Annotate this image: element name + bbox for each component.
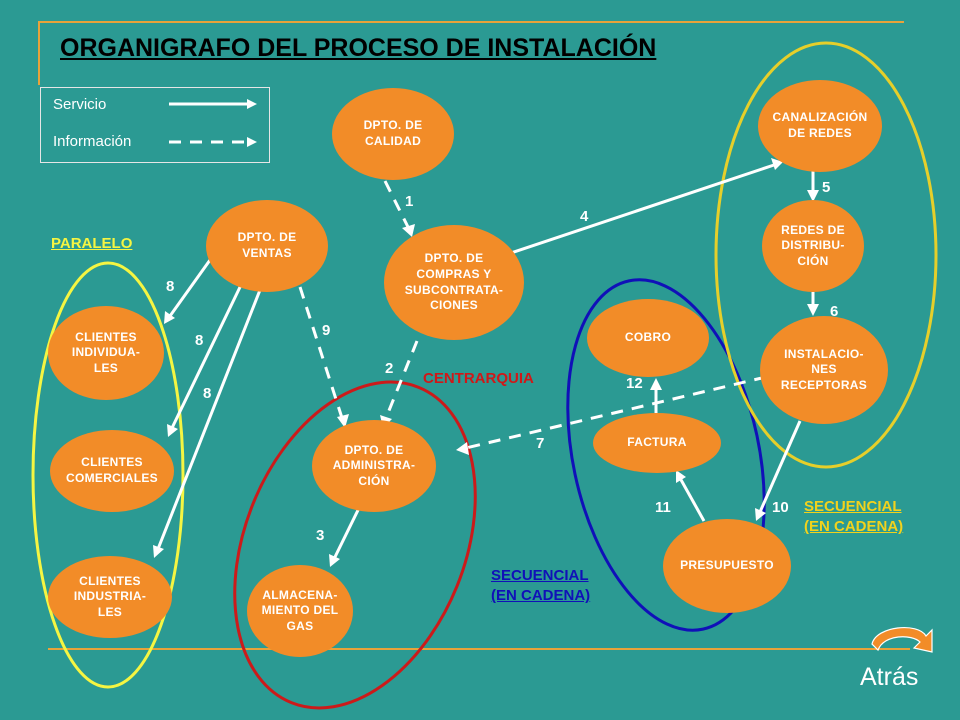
node-almacenamiento-gas: ALMACENA- MIENTO DEL GAS	[247, 565, 353, 657]
left-rule	[38, 21, 40, 85]
arrow-7	[465, 375, 767, 450]
arrow-11	[678, 477, 706, 522]
legend-informacion-label: Información	[53, 133, 132, 150]
label-step-10: 10	[772, 499, 789, 516]
page-title: ORGANIGRAFO DEL PROCESO DE INSTALACIÓN	[60, 34, 657, 62]
label-step-5: 5	[822, 179, 831, 196]
legend-servicio-label: Servicio	[53, 96, 107, 113]
label-step-7: 7	[536, 435, 545, 452]
paralelo-outline	[31, 261, 185, 689]
legend-arrows	[169, 99, 257, 147]
arrowhead-11	[676, 470, 686, 483]
arrow-2	[384, 340, 419, 419]
bottom-rule	[48, 648, 910, 650]
top-rule	[40, 21, 904, 23]
label-step-8c: 8	[203, 385, 212, 402]
node-presupuesto: PRESUPUESTO	[663, 519, 791, 613]
label-centrarquia: CENTRARQUIA	[423, 370, 534, 387]
arrowhead-8c	[153, 545, 164, 558]
label-step-8b: 8	[195, 332, 204, 349]
node-instalaciones-receptoras: INSTALACIO- NES RECEPTORAS	[760, 316, 888, 424]
back-arrow-icon[interactable]	[866, 616, 938, 664]
arrowhead-7	[456, 442, 469, 455]
arrowhead-12	[650, 378, 662, 390]
node-cobro: COBRO	[587, 299, 709, 377]
node-factura: FACTURA	[593, 413, 721, 473]
node-canalizacion-redes: CANALIZACIÓN DE REDES	[758, 80, 882, 172]
label-secuencial-right: SECUENCIAL (EN CADENA)	[804, 498, 904, 536]
label-step-8a: 8	[166, 278, 175, 295]
secuencial-mid-outline	[566, 278, 766, 632]
arrowhead-10	[755, 508, 766, 521]
arrow-4	[495, 163, 775, 260]
label-step-4: 4	[580, 208, 589, 225]
label-step-12: 12	[626, 375, 643, 392]
arrow-10	[758, 420, 802, 513]
label-paralelo: PARALELO	[51, 235, 133, 252]
label-step-3: 3	[316, 527, 325, 544]
arrow-9	[298, 286, 344, 419]
node-clientes-individuales: CLIENTES INDIVIDUA- LES	[48, 306, 164, 400]
label-step-6: 6	[830, 303, 839, 320]
label-step-9: 9	[322, 322, 331, 339]
arrow-1	[383, 180, 411, 230]
node-dpto-compras: DPTO. DE COMPRAS Y SUBCONTRATA- CIONES	[384, 225, 524, 340]
arrowhead-1	[402, 224, 415, 237]
node-dpto-calidad: DPTO. DE CALIDAD	[332, 88, 454, 180]
arrowhead-8b	[167, 424, 178, 437]
label-step-11: 11	[655, 499, 671, 516]
arrow-8b	[170, 284, 243, 429]
back-link[interactable]: Atrás	[860, 663, 919, 691]
node-dpto-administracion: DPTO. DE ADMINISTRA- CIÓN	[312, 420, 436, 512]
arrowhead-8a	[164, 311, 175, 324]
centrarquia-outline	[233, 380, 477, 710]
legend: Servicio Información	[40, 87, 270, 163]
arrow-3	[332, 503, 363, 560]
secuencial-right-outline	[714, 41, 938, 469]
node-redes-distribucion: REDES DE DISTRIBU- CIÓN	[762, 200, 864, 292]
node-clientes-comerciales: CLIENTES COMERCIALES	[50, 430, 174, 512]
arrow-8a	[168, 259, 212, 317]
node-dpto-ventas: DPTO. DE VENTAS	[206, 200, 328, 292]
label-step-2: 2	[385, 360, 394, 377]
label-step-1: 1	[405, 193, 414, 210]
arrowhead-5	[807, 190, 819, 202]
arrowhead-6	[807, 304, 819, 316]
arrowhead-3	[329, 554, 340, 567]
node-clientes-industriales: CLIENTES INDUSTRIA- LES	[48, 556, 172, 638]
arrow-8c	[156, 289, 262, 550]
label-secuencial-mid: SECUENCIAL (EN CADENA)	[491, 567, 591, 605]
